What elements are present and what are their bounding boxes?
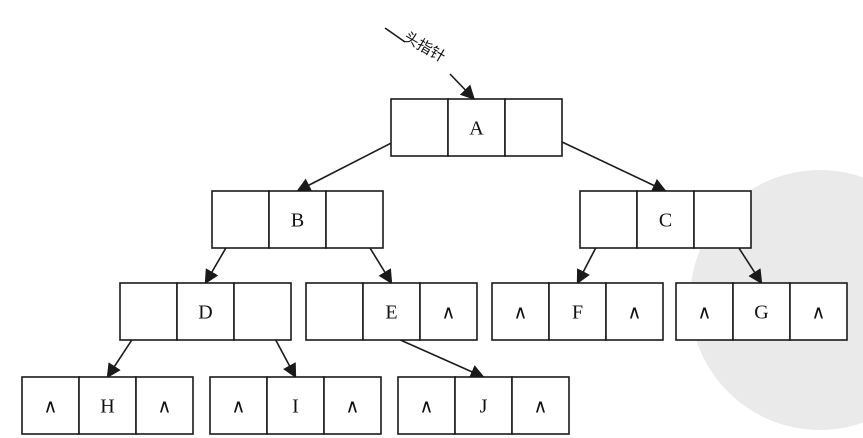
node-G-left-cell	[675, 282, 734, 341]
node-H-data-cell	[78, 376, 137, 435]
node-H-left-cell	[21, 376, 80, 435]
node-H-right-text: ∧	[158, 396, 172, 418]
node-G-left-text: ∧	[698, 302, 712, 324]
node-C: C	[579, 190, 752, 249]
node-B-right-cell	[325, 190, 384, 249]
node-D-right-cell	[233, 282, 292, 341]
node-F-right-cell	[605, 282, 664, 341]
node-I-left-text: ∧	[232, 396, 246, 418]
node-A-left-cell	[390, 98, 449, 157]
head-pointer: 头指针	[384, 27, 475, 101]
node-I-right-cell	[323, 376, 382, 435]
node-E-right-text: ∧	[442, 302, 456, 324]
head-pointer-label: 头指针	[401, 28, 449, 66]
node-B: B	[211, 190, 384, 249]
node-A: A	[390, 98, 563, 157]
node-C-right-cell	[693, 190, 752, 249]
node-J-left-text: ∧	[420, 396, 434, 418]
head-pointer-arrow	[449, 73, 475, 101]
node-E: E∧	[305, 282, 478, 341]
node-C-data-text: C	[659, 210, 672, 232]
node-F: ∧ F ∧	[491, 282, 664, 341]
node-G-data-text: G	[754, 302, 768, 324]
node-D: D	[119, 282, 292, 341]
node-G-right-cell	[789, 282, 848, 341]
node-H-data-text: H	[100, 396, 114, 418]
node-G: ∧ G ∧	[675, 282, 848, 341]
node-I: ∧ I ∧	[209, 376, 382, 435]
node-F-right-text: ∧	[628, 302, 642, 324]
node-H: ∧ H ∧	[21, 376, 194, 435]
node-C-data-cell	[636, 190, 695, 249]
node-B-left-cell	[211, 190, 270, 249]
node-E-left-cell	[305, 282, 364, 341]
node-E-data-cell	[362, 282, 421, 341]
node-I-data-text: I	[292, 396, 299, 418]
node-B-data-text: B	[291, 210, 304, 232]
node-I-right-text: ∧	[346, 396, 360, 418]
node-A-data-text: A	[469, 118, 484, 140]
node-C-left-cell	[579, 190, 638, 249]
node-A-right-cell	[504, 98, 563, 157]
node-F-left-text: ∧	[514, 302, 528, 324]
node-D-data-cell	[176, 282, 235, 341]
node-J: ∧ J ∧	[397, 376, 570, 435]
node-E-right-cell	[419, 282, 478, 341]
node-J-data-text: J	[480, 396, 488, 418]
node-E-data-text: E	[385, 302, 397, 324]
node-H-right-cell	[135, 376, 194, 435]
node-D-data-text: D	[198, 302, 212, 324]
node-B-data-cell	[268, 190, 327, 249]
node-G-right-text: ∧	[812, 302, 826, 324]
node-F-left-cell	[491, 282, 550, 341]
node-D-left-cell	[119, 282, 178, 341]
node-A-data-cell	[447, 98, 506, 157]
node-J-right-text: ∧	[534, 396, 548, 418]
node-H-left-text: ∧	[44, 396, 58, 418]
node-J-right-cell	[511, 376, 570, 435]
node-F-data-text: F	[572, 302, 583, 324]
head-pointer-line-start	[384, 27, 406, 43]
node-F-data-cell	[548, 282, 607, 341]
